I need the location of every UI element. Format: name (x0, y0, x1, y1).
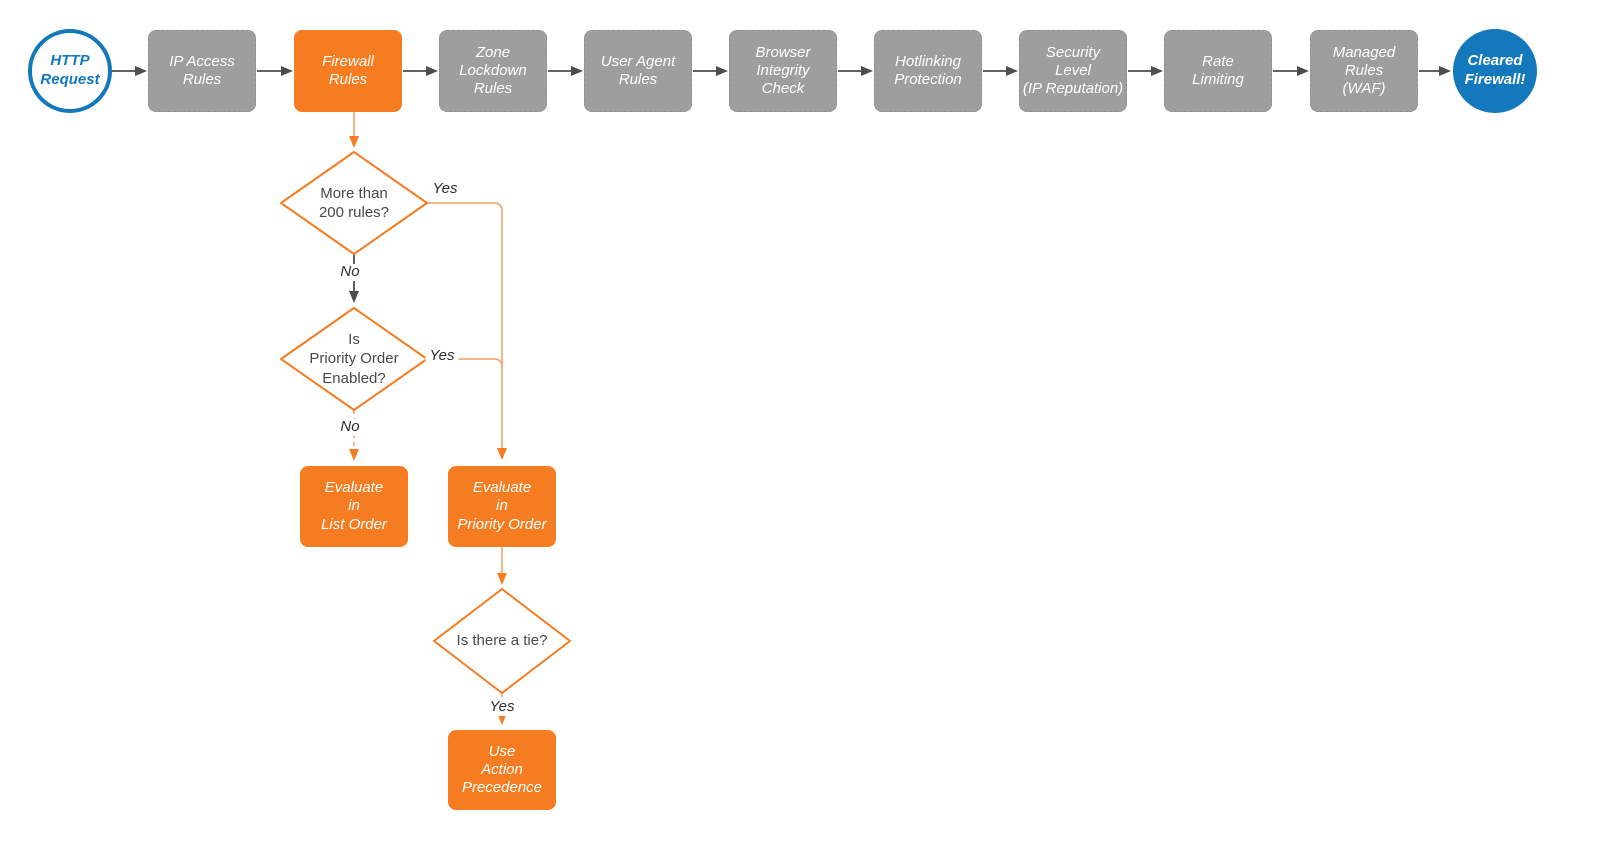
decision-diamond-is-there-a-tie (433, 588, 571, 694)
decision-label-priority-order-enabled: Is Priority Order Enabled? (309, 330, 399, 387)
action-box-evaluate-in-priority-order: Evaluate in Priority Order (448, 466, 556, 547)
end-node-cleared-firewall: Cleared Firewall! (1453, 29, 1537, 113)
pipeline-box-ip-access-rules: IP Access Rules (148, 30, 256, 112)
decision-diamond-priority-order-enabled (280, 307, 428, 411)
edge-label-no-2: No (336, 418, 364, 436)
action-box-use-action-precedence: Use Action Precedence (448, 730, 556, 810)
connector-yes-2 (427, 358, 503, 368)
edge-label-no-1: No (336, 263, 364, 281)
connector-yes-1 (427, 202, 507, 460)
pipeline-box-rate-limiting: Rate Limiting (1164, 30, 1272, 112)
edge-label-yes-3: Yes (485, 698, 519, 716)
start-node-http-request: HTTP Request (28, 29, 112, 113)
decision-label-is-there-a-tie: Is there a tie? (456, 632, 548, 650)
decision-diamond-more-than-200-rules (280, 151, 428, 255)
pipeline-box-firewall-rules: Firewall Rules (294, 30, 402, 112)
edge-label-yes-2: Yes (425, 347, 459, 365)
decision-label-more-than-200-rules: More than 200 rules? (318, 184, 390, 222)
pipeline-box-hotlinking-protection: Hotlinking Protection (874, 30, 982, 112)
action-box-evaluate-in-list-order: Evaluate in List Order (300, 466, 408, 547)
pipeline-box-security-level: Security Level (IP Reputation) (1019, 30, 1127, 112)
edge-label-yes-1: Yes (428, 180, 462, 198)
pipeline-box-browser-integrity-check: Browser Integrity Check (729, 30, 837, 112)
pipeline-box-zone-lockdown-rules: Zone Lockdown Rules (439, 30, 547, 112)
pipeline-box-managed-rules-waf: Managed Rules (WAF) (1310, 30, 1418, 112)
pipeline-box-user-agent-rules: User Agent Rules (584, 30, 692, 112)
